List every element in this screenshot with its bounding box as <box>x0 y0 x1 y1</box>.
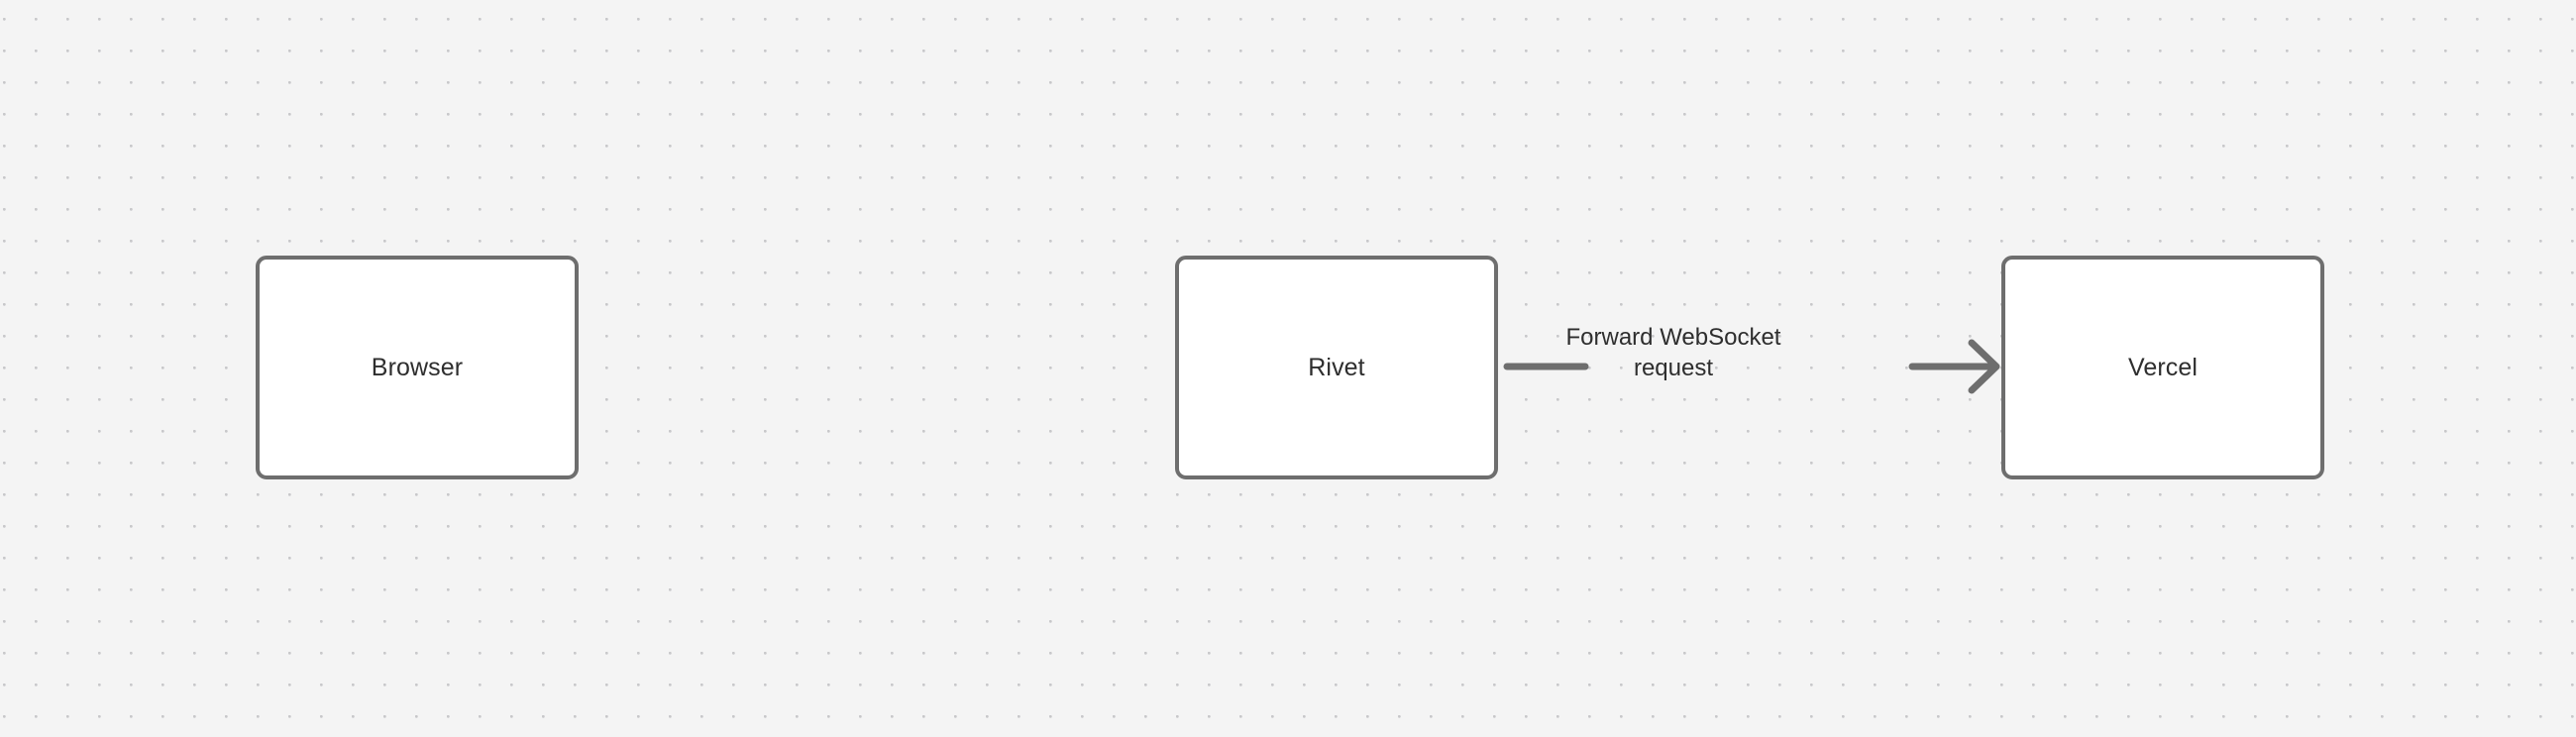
edge-label-rivet-to-vercel: Forward WebSocket request <box>1565 324 1781 381</box>
node-vercel-label: Vercel <box>2127 354 2199 381</box>
node-rivet-label: Rivet <box>1308 354 1365 381</box>
node-browser[interactable]: Browser <box>256 256 579 479</box>
node-rivet[interactable]: Rivet <box>1175 256 1498 479</box>
node-browser-label: Browser <box>371 354 464 381</box>
node-vercel[interactable]: Vercel <box>2001 256 2324 479</box>
arrowhead-icon <box>1968 339 2000 394</box>
